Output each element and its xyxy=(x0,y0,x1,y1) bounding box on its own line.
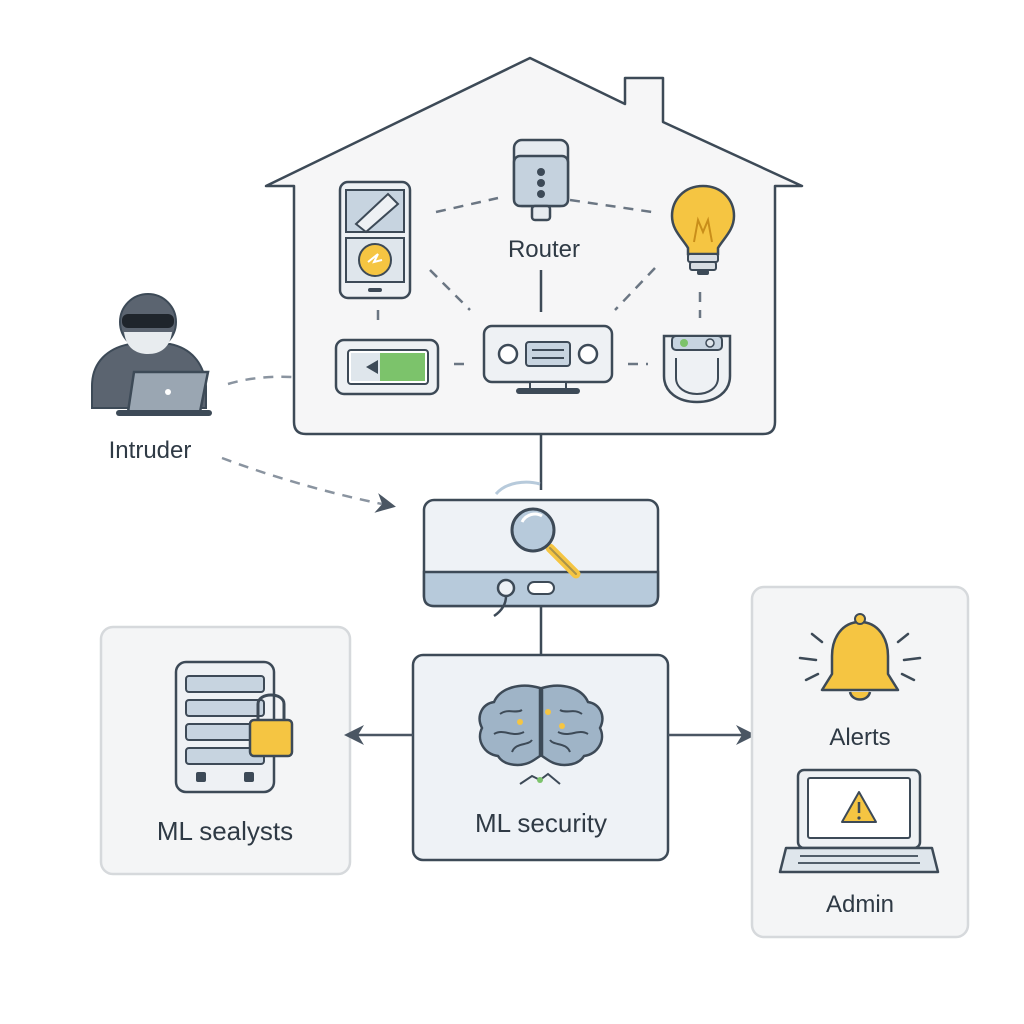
laptop-warning-icon xyxy=(778,768,940,874)
intruder-label: Intruder xyxy=(109,437,192,464)
brain-icon xyxy=(478,684,604,785)
ml-security-label: ML security xyxy=(475,808,607,838)
intrusion-path-to-house xyxy=(227,375,293,386)
router-label: Router xyxy=(508,236,580,263)
smart-hub-icon xyxy=(482,324,614,394)
intruder-icon xyxy=(91,293,212,416)
traffic-scanner-device xyxy=(422,480,660,618)
bell-icon xyxy=(798,613,922,701)
intrusion-path-to-scanner xyxy=(221,456,396,513)
smart-bulb-icon xyxy=(670,184,736,275)
router-icon xyxy=(512,138,570,222)
smart-battery-icon xyxy=(334,338,440,396)
alerts-label: Alerts xyxy=(829,724,890,751)
home-network-links xyxy=(376,196,702,366)
server-lock-icon xyxy=(174,660,294,794)
magnifier-icon xyxy=(510,507,581,579)
ml-security-panel xyxy=(411,653,670,862)
smartphone-icon xyxy=(338,180,412,300)
admin-label: Admin xyxy=(826,891,894,918)
smart-lock-icon xyxy=(662,334,732,404)
ml-storage-label: ML sealysts xyxy=(157,816,293,846)
